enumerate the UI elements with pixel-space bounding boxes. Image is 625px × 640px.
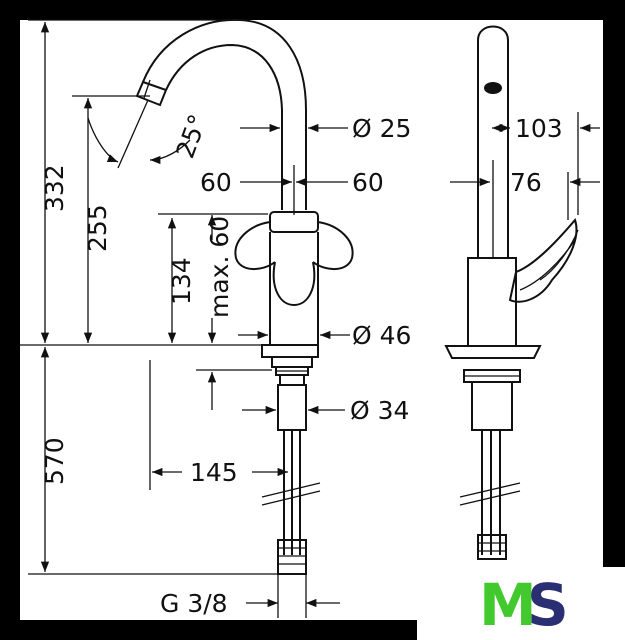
dim-thread: G 3/8 (160, 589, 228, 618)
spout-outer (142, 18, 307, 210)
dim-255: 255 (83, 204, 112, 252)
ms-logo: M S (417, 567, 625, 640)
connector (277, 539, 307, 575)
side-spout (477, 25, 509, 258)
dim-side-76: 76 (510, 168, 542, 197)
side-base (444, 345, 542, 359)
logo-letter-s: S (527, 571, 569, 639)
shank (277, 384, 307, 431)
dimension-labels: 332 255 134 max. 60 Ø 25 60 60 Ø 46 Ø 34… (40, 110, 563, 618)
handle-left-wing (234, 221, 276, 270)
handle-right-wing (312, 221, 354, 270)
dim-body-diameter: Ø 46 (352, 321, 411, 350)
dim-side-103: 103 (515, 114, 563, 143)
dim-shank-diameter: Ø 34 (350, 396, 409, 425)
side-lever (508, 217, 578, 303)
dim-max-60: max. 60 (205, 216, 234, 318)
dimension-lines (20, 19, 600, 618)
handle-lower (272, 261, 316, 307)
side-aerator (484, 82, 502, 94)
dim-134: 134 (167, 257, 196, 305)
technical-drawing-sheet (20, 20, 603, 620)
side-body (467, 257, 517, 347)
dim-handle-right: 60 (352, 168, 384, 197)
dim-570: 570 (40, 437, 69, 485)
side-view-faucet (444, 25, 579, 560)
dim-332: 332 (40, 164, 69, 212)
side-shank (471, 381, 513, 431)
base-ring (261, 344, 319, 358)
spout-inner (165, 43, 283, 210)
logo-letter-m: M (479, 571, 537, 639)
dim-handle-left: 60 (200, 168, 232, 197)
dim-145: 145 (190, 458, 238, 487)
dim-angle: 25° (170, 110, 212, 162)
aerator (135, 80, 168, 107)
front-view-faucet (135, 18, 354, 575)
body-column (269, 232, 319, 345)
dim-spout-diameter: Ø 25 (352, 114, 411, 143)
